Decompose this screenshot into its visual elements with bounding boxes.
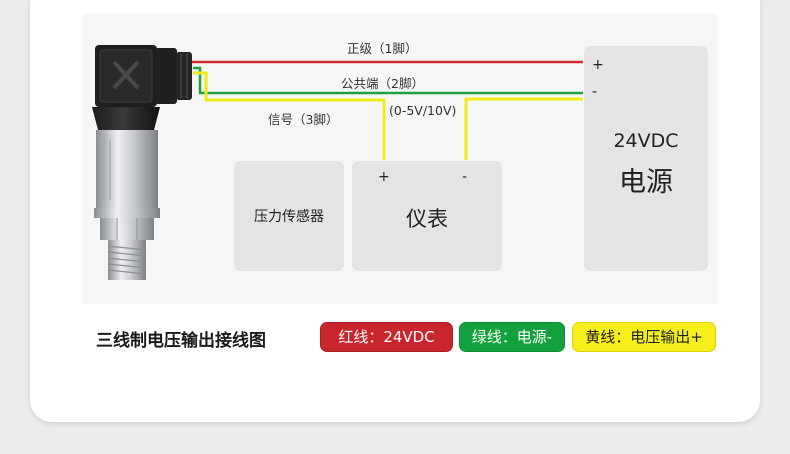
pressure-transmitter-image	[92, 45, 192, 280]
power-voltage: 24VDC	[613, 130, 679, 152]
sensor-box: 压力传感器	[234, 161, 344, 271]
sensor-label: 压力传感器	[254, 209, 324, 225]
green-wire	[193, 66, 583, 95]
voltage-range-label: (0-5V/10V)	[389, 103, 457, 118]
power-label: 电源	[619, 167, 673, 198]
yellow-wire-label: 信号（3脚）	[268, 112, 339, 127]
meter-label: 仪表	[406, 207, 448, 231]
green-wire-label: 公共端（2脚）	[341, 76, 424, 91]
diagram-caption: 三线制电压输出接线图	[96, 331, 266, 351]
yellow-wire	[193, 71, 583, 160]
power-supply-box: + - 24VDC 电源	[584, 46, 708, 271]
legend-yellow-wire: 黄线：电压输出+	[572, 322, 716, 352]
meter-minus-terminal: -	[462, 169, 468, 185]
power-minus-terminal: -	[592, 84, 598, 100]
red-wire-label: 正级（1脚）	[347, 41, 418, 56]
power-plus-terminal: +	[592, 57, 604, 73]
legend-green-wire: 绿线：电源-	[459, 322, 565, 352]
legend-red-wire: 红线：24VDC	[320, 322, 453, 352]
meter-plus-terminal: +	[378, 169, 390, 185]
meter-box: + - 仪表	[352, 161, 502, 271]
